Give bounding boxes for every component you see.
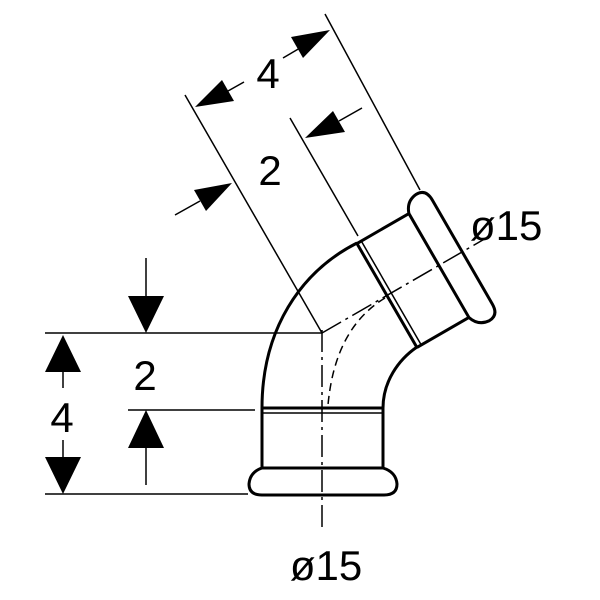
left-dimension-inner-label: 2 xyxy=(133,352,156,399)
left-dimension-total xyxy=(45,335,81,494)
elbow-body xyxy=(260,241,418,409)
top-dimension-total-label: 4 xyxy=(256,50,279,97)
top-dimension-inner xyxy=(174,107,363,216)
center-lines xyxy=(321,236,489,528)
top-diameter-label: ø15 xyxy=(470,202,542,249)
bottom-diameter-label: ø15 xyxy=(290,542,362,589)
top-dimension-inner-label: 2 xyxy=(258,147,281,194)
extension-lines xyxy=(45,13,421,495)
left-dimension-inner xyxy=(128,258,164,485)
left-dimension-total-label: 4 xyxy=(50,394,73,441)
top-dimension-total xyxy=(195,30,330,107)
bottom-socket xyxy=(247,406,399,497)
